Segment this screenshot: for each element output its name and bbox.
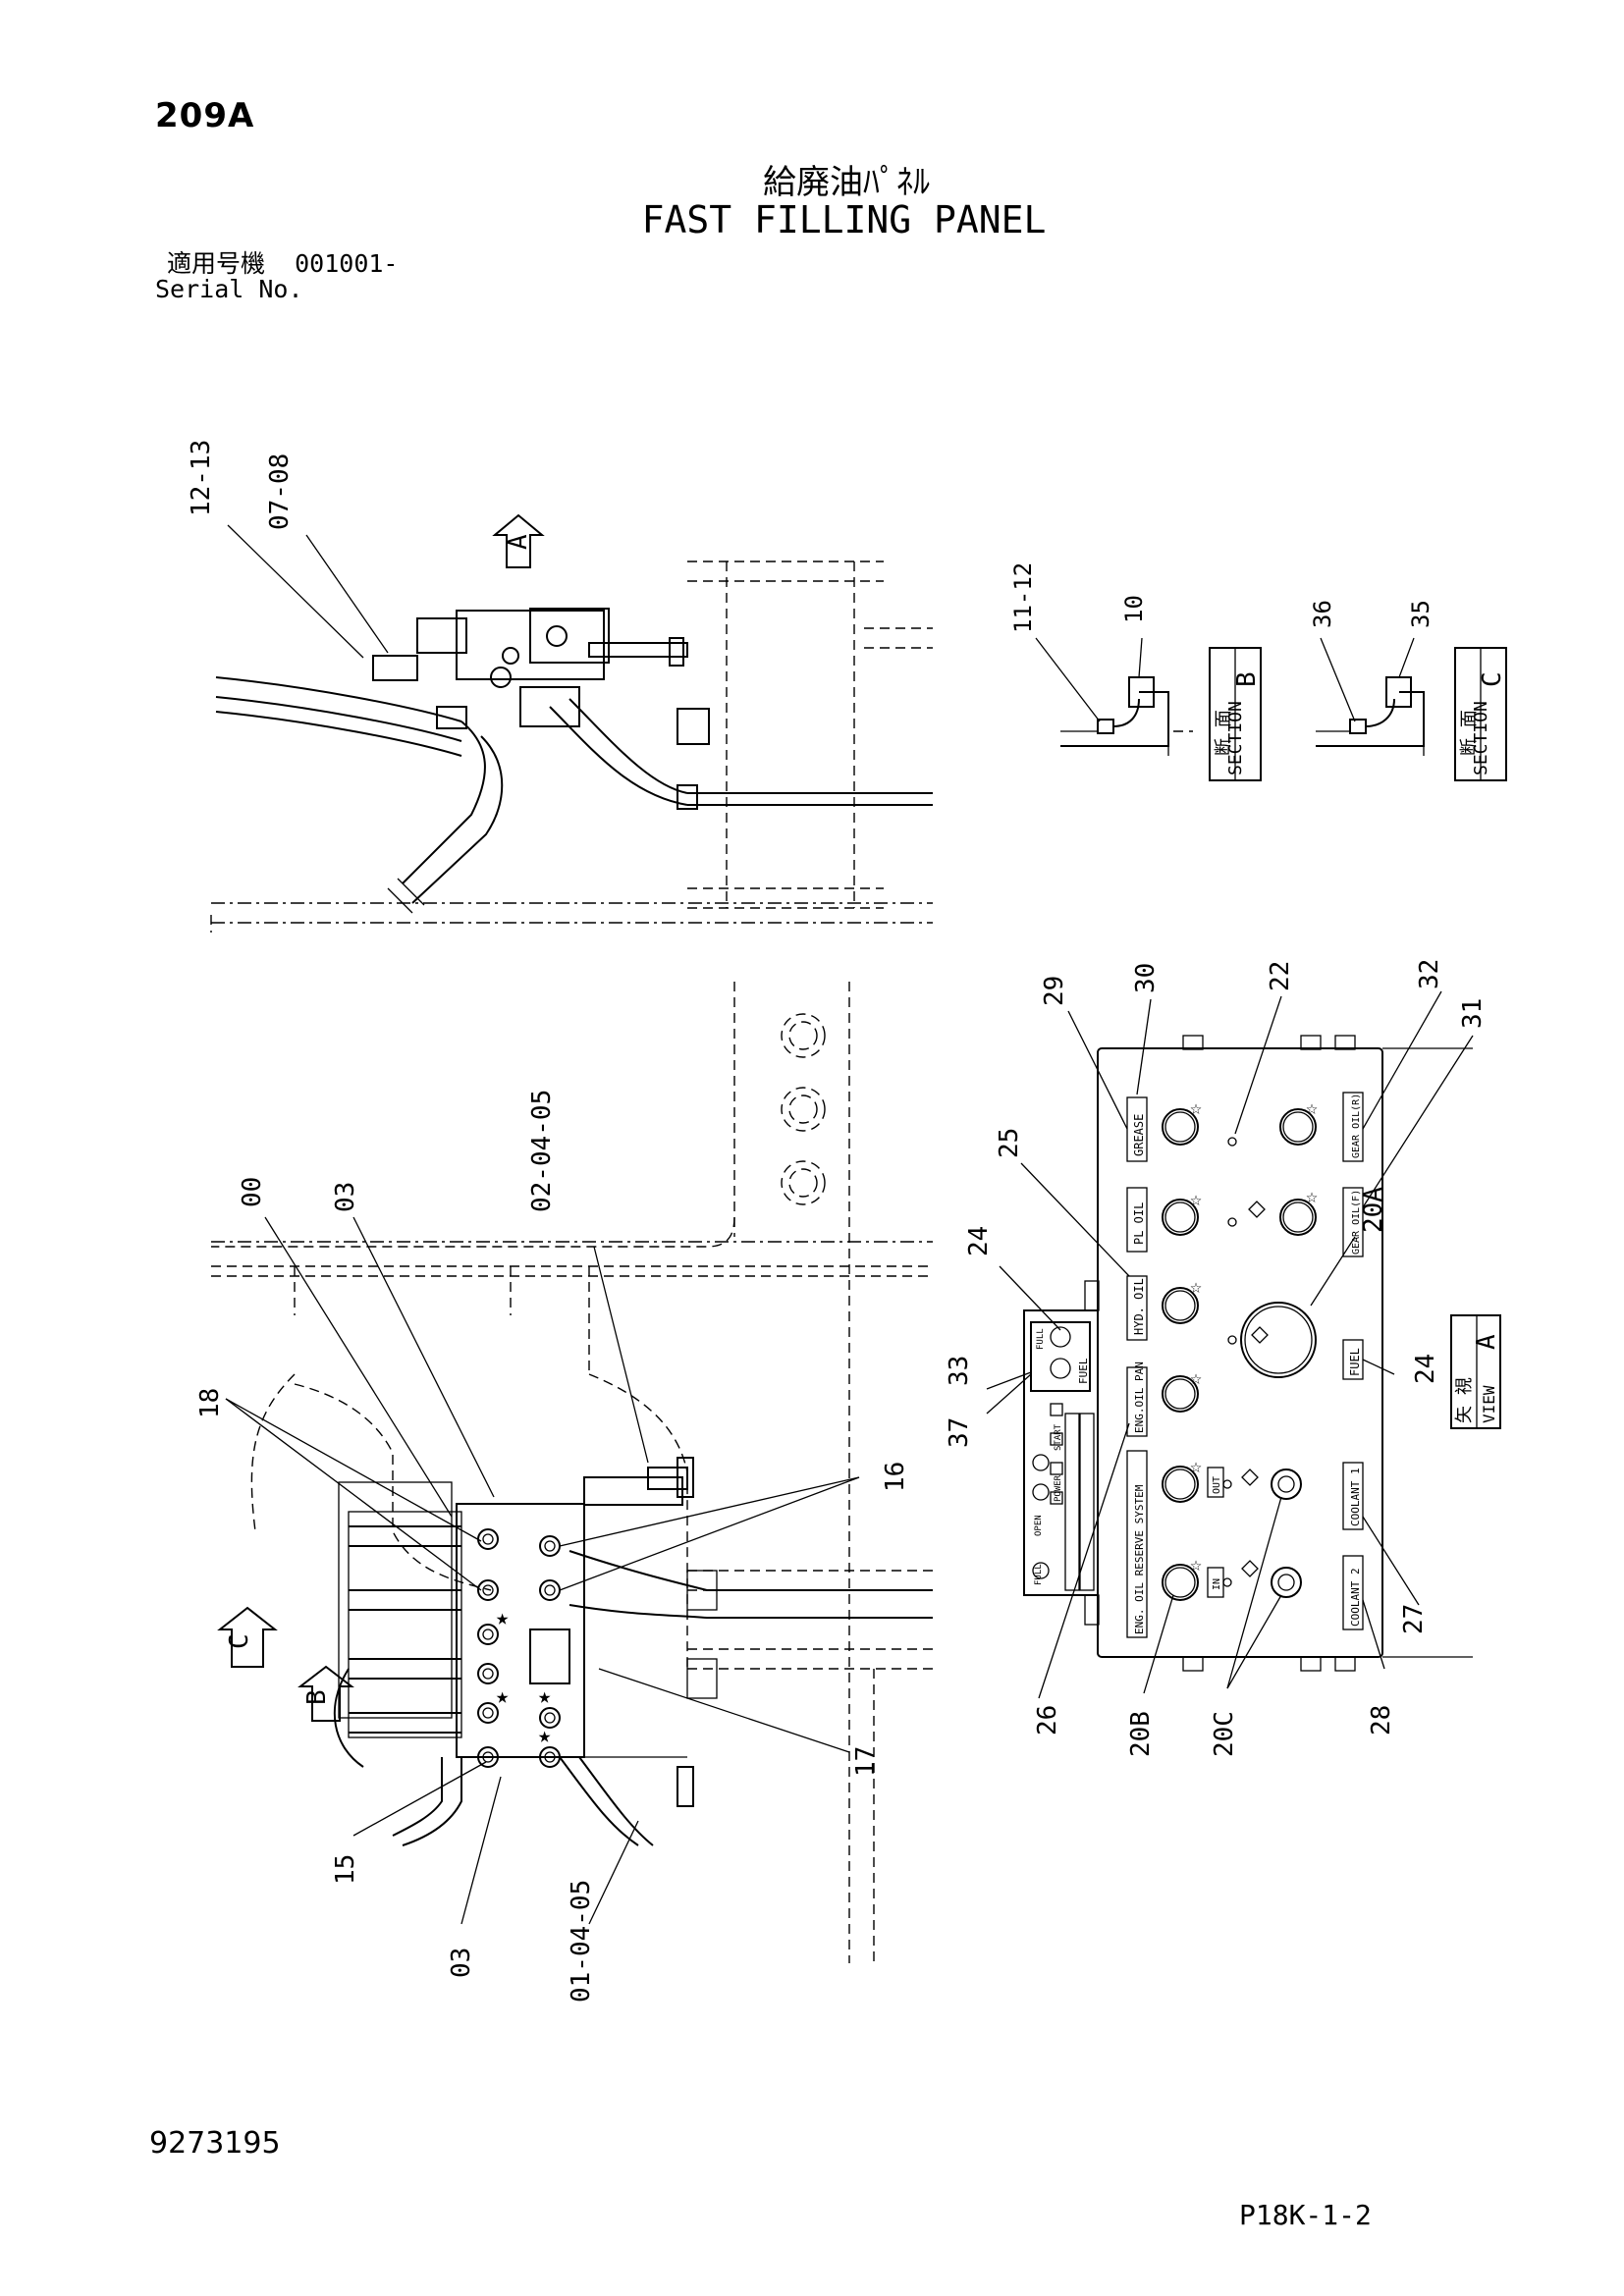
svg-text:★: ★ — [496, 1684, 509, 1709]
section-b-en: SECTION — [1225, 701, 1246, 775]
view-a-jp: 矢 視 — [1454, 1377, 1475, 1423]
label-10: 10 — [1120, 595, 1148, 623]
section-b-letter: B — [1232, 671, 1262, 687]
label-12-13: 12-13 — [187, 440, 216, 516]
serial-label-jp: 適用号機 — [167, 249, 266, 278]
label-00: 00 — [238, 1177, 267, 1207]
plate-eng-oil-reserve: ENG. OIL RESERVE SYSTEM — [1133, 1484, 1146, 1634]
label-22: 22 — [1266, 961, 1295, 991]
view-a-letter: A — [1472, 1334, 1501, 1350]
label-11-12: 11-12 — [1009, 562, 1037, 633]
label-03-top: 03 — [331, 1182, 360, 1212]
svg-text:★: ★ — [538, 1724, 551, 1748]
label-32: 32 — [1415, 959, 1444, 989]
page-number: 209A — [155, 96, 255, 135]
svg-text:☆: ☆ — [1190, 1187, 1202, 1210]
svg-text:★: ★ — [496, 1606, 509, 1630]
svg-text:☆: ☆ — [1190, 1552, 1202, 1575]
plate-hyd-oil: HYD. OIL — [1132, 1278, 1146, 1335]
label-31: 31 — [1458, 998, 1488, 1029]
section-b-jp: 断 面 — [1214, 710, 1234, 756]
label-17: 17 — [851, 1746, 881, 1777]
title-japanese: 給廃油ﾊﾟﾈﾙ — [763, 163, 930, 202]
section-c-detail — [1316, 637, 1507, 781]
arrow-b-label: B — [302, 1689, 332, 1705]
label-03-bottom: 03 — [447, 1948, 476, 1978]
label-36: 36 — [1309, 600, 1336, 628]
title-english: FAST FILLING PANEL — [641, 198, 1047, 241]
serial-label-en: Serial No. — [155, 275, 303, 303]
plate-out: OUT — [1212, 1476, 1222, 1494]
arrow-c-label: C — [225, 1633, 254, 1649]
lower-left-assembly: ★ ★ ★ ★ — [211, 982, 933, 1963]
label-33: 33 — [945, 1356, 974, 1386]
svg-text:☆: ☆ — [1190, 1365, 1202, 1389]
svg-text:☆: ☆ — [1190, 1095, 1202, 1119]
label-20B: 20B — [1126, 1711, 1156, 1757]
label-24-right: 24 — [1411, 1354, 1440, 1384]
section-c-en: SECTION — [1471, 701, 1491, 775]
label-16: 16 — [881, 1462, 910, 1492]
svg-text:☆: ☆ — [1190, 1274, 1202, 1298]
label-28: 28 — [1367, 1705, 1396, 1735]
view-a-panel: ☆ ☆ ☆ ☆ ☆ ☆ ☆ ☆ — [986, 990, 1501, 1699]
label-24-top: 24 — [964, 1226, 994, 1256]
label-26: 26 — [1033, 1705, 1062, 1735]
plate-fuel-small: FUEL — [1077, 1358, 1090, 1384]
label-18: 18 — [195, 1388, 225, 1418]
label-15: 15 — [331, 1854, 360, 1885]
plate-coolant-1: COOLANT 1 — [1349, 1468, 1362, 1526]
svg-text:★: ★ — [538, 1684, 551, 1709]
plate-grease: GREASE — [1132, 1114, 1146, 1156]
section-b-detail — [1035, 637, 1262, 781]
page-code: P18K-1-2 — [1239, 2199, 1372, 2231]
plate-in: IN — [1212, 1578, 1222, 1590]
plate-eng-oil-pan: ENG.OIL PAN — [1133, 1362, 1146, 1433]
label-27: 27 — [1399, 1604, 1429, 1634]
label-20A: 20A — [1359, 1187, 1388, 1233]
plate-power: POWER — [1054, 1474, 1063, 1502]
plate-full: FULL — [1036, 1328, 1046, 1350]
label-02-04-05: 02-04-05 — [527, 1090, 557, 1212]
label-35: 35 — [1407, 600, 1435, 628]
plate-coolant-2: COOLANT 2 — [1349, 1568, 1362, 1627]
label-25: 25 — [995, 1128, 1024, 1158]
arrow-a-label: A — [504, 534, 533, 550]
label-01-04-05: 01-04-05 — [567, 1880, 596, 2002]
document-number: 9273195 — [149, 2126, 281, 2161]
serial-block: 適用号機 001001- Serial No. — [155, 251, 398, 302]
section-c-jp: 断 面 — [1459, 710, 1480, 756]
plate-fuel: FUEL — [1348, 1348, 1362, 1376]
label-30: 30 — [1131, 963, 1161, 993]
plate-full-small: FULL — [1034, 1564, 1044, 1585]
plate-pl-oil: PL OIL — [1132, 1202, 1146, 1245]
svg-text:☆: ☆ — [1306, 1095, 1318, 1119]
label-37: 37 — [945, 1417, 974, 1448]
label-20C: 20C — [1210, 1711, 1239, 1757]
svg-text:☆: ☆ — [1190, 1454, 1202, 1477]
label-07-08: 07-08 — [265, 454, 295, 530]
plate-open: OPEN — [1034, 1515, 1044, 1536]
view-a-en: VIEW — [1480, 1385, 1498, 1423]
label-29: 29 — [1040, 976, 1069, 1006]
plate-start: START — [1054, 1423, 1063, 1451]
top-left-assembly — [210, 513, 933, 933]
section-c-letter: C — [1478, 671, 1507, 687]
serial-value: 001001- — [295, 249, 399, 278]
plate-gear-oil-r: GEAR OIL(R) — [1351, 1094, 1362, 1158]
svg-text:☆: ☆ — [1306, 1184, 1318, 1207]
plate-gear-oil-f: GEAR OIL(F) — [1351, 1190, 1362, 1255]
